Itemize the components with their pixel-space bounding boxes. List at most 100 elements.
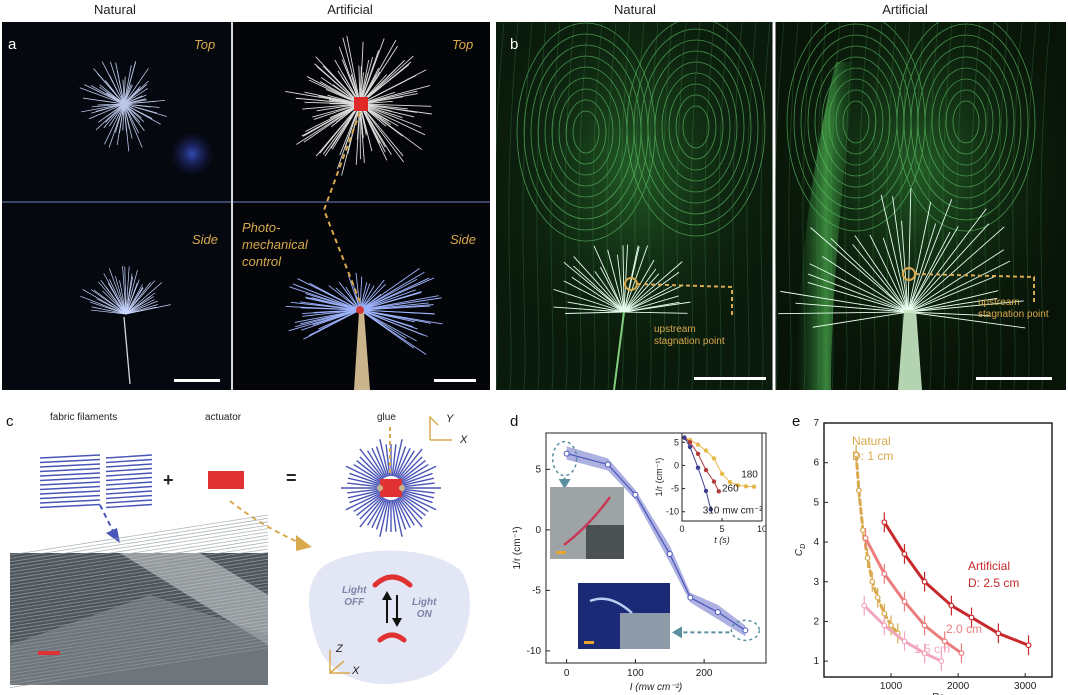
panel-e-point bbox=[901, 638, 908, 645]
panel-d-inset-point bbox=[703, 488, 709, 494]
panel-d-inset-point bbox=[708, 507, 713, 512]
panel-d-photo-scalebar-bottom bbox=[584, 641, 594, 644]
panel-d-inset-point bbox=[727, 479, 733, 485]
panel-d-highlight-end bbox=[730, 619, 761, 642]
panel-e-ytick-label: 7 bbox=[813, 418, 819, 429]
panel-d-inset-point bbox=[682, 435, 687, 440]
panel-d-photo-strip-bottom bbox=[589, 597, 633, 614]
panel-e-ytick-label: 4 bbox=[813, 537, 819, 548]
panel-d-inset-point bbox=[711, 479, 717, 484]
panel-e-point bbox=[948, 602, 955, 609]
panel-e-point bbox=[901, 598, 908, 605]
panel-e-label-artificial: Artificial bbox=[968, 559, 1010, 573]
panel-a-letter: a bbox=[8, 36, 17, 53]
panel-e-point bbox=[921, 622, 928, 629]
panel-b-photo: b upstream stagnation point upstream sta… bbox=[496, 22, 1066, 390]
panel-b-letter: b bbox=[510, 36, 519, 53]
panel-d-photo-strip-top bbox=[563, 496, 612, 546]
panel-b-annotation-artificial: upstream stagnation point bbox=[978, 297, 1049, 320]
panel-d-point bbox=[714, 609, 721, 616]
panel-d-inset-ytick-label: 5 bbox=[674, 437, 679, 447]
panel-d-ytick-label: -5 bbox=[532, 585, 541, 596]
panel-e-point bbox=[859, 527, 866, 534]
panel-e-ytick-label: 2 bbox=[813, 616, 819, 627]
panel-c-schematic bbox=[9, 415, 470, 688]
panel-d-point bbox=[604, 461, 611, 468]
actuator-label: actuator bbox=[205, 412, 242, 423]
panel-d-error-band bbox=[566, 446, 746, 637]
panel-d-ytick-label: -10 bbox=[527, 646, 542, 657]
panel-d-inset-series-label: 180 bbox=[741, 469, 758, 480]
panel-d-highlight-start bbox=[551, 440, 578, 477]
plus-sign: + bbox=[163, 470, 174, 490]
panel-e-point bbox=[958, 650, 965, 657]
panel-e-label-15cm: 1.5 cm bbox=[914, 642, 950, 656]
axis-z-label: Z bbox=[336, 643, 343, 655]
panel-e-label-artificial-d: D: 2.5 cm bbox=[968, 576, 1019, 590]
panel-e-point bbox=[968, 614, 975, 621]
panel-e-point bbox=[938, 658, 945, 665]
panel-d-ytick-label: 0 bbox=[535, 525, 541, 536]
panel-d-inset-series-label: 310 mw cm⁻² bbox=[703, 506, 763, 517]
panel-d-inset-frame bbox=[681, 432, 763, 522]
panel-d-inset-point bbox=[687, 440, 693, 445]
panel-e-ytick-label: 6 bbox=[813, 458, 819, 469]
panel-d-inset-point bbox=[695, 451, 701, 457]
panel-a-illustration bbox=[2, 22, 490, 390]
panel-a-side-artificial: Side bbox=[450, 232, 477, 247]
panel-e-axes-frame bbox=[823, 422, 1053, 678]
panel-d-letter: d bbox=[510, 413, 519, 430]
panel-e-point bbox=[853, 451, 860, 458]
panel-a-artificial-title: Artificial bbox=[327, 2, 373, 17]
panel-e-ytick-label: 3 bbox=[813, 577, 819, 588]
panel-a-natural-title: Natural bbox=[94, 2, 136, 17]
panel-e-point bbox=[995, 630, 1002, 637]
panel-d-inset-ylabel: 1/r (cm⁻¹) bbox=[654, 458, 664, 497]
panel-d-inset-series-line bbox=[684, 437, 755, 488]
panel-d-photo-block-top bbox=[586, 525, 624, 559]
panel-d-ytick-label: 5 bbox=[535, 464, 541, 475]
panel-a-side-natural: Side bbox=[192, 232, 219, 247]
panel-e-label-natural-d: D: 1 cm bbox=[852, 449, 893, 463]
axis-x-label: X bbox=[460, 434, 468, 446]
panel-d-xtick-label: 100 bbox=[627, 668, 644, 679]
panel-e-point bbox=[1025, 642, 1032, 649]
panel-e-chart: 1000200030001234567ReCDNaturalD: 1 cmArt… bbox=[794, 418, 1053, 695]
panel-e-ylabel: CD bbox=[794, 544, 807, 556]
panel-e-xtick-label: 2000 bbox=[947, 681, 970, 692]
panel-e-ytick-label: 1 bbox=[813, 656, 819, 667]
panel-d-inset-point bbox=[703, 467, 709, 473]
panel-d-inset-ytick-label: -10 bbox=[666, 507, 679, 517]
glue-label: glue bbox=[377, 412, 396, 423]
panel-d-inset-point bbox=[743, 484, 749, 489]
panel-b-artificial-title: Artificial bbox=[882, 2, 928, 17]
panel-d-inset-point bbox=[687, 444, 693, 450]
equals-sign: = bbox=[286, 468, 297, 488]
panel-d-axes-frame bbox=[545, 432, 767, 664]
panel-e-point bbox=[881, 610, 888, 617]
panel-b-annotation-natural: upstream stagnation point bbox=[654, 324, 725, 347]
panel-d-inset-point bbox=[695, 442, 701, 447]
panel-a-top-artificial: Top bbox=[452, 37, 474, 52]
panel-e-ytick-label: 5 bbox=[813, 497, 819, 508]
panel-d-point bbox=[666, 551, 673, 558]
panel-c-letter: c bbox=[6, 413, 14, 430]
panel-d-inset-point bbox=[751, 484, 757, 489]
panel-e-point bbox=[921, 578, 928, 585]
panel-e-point bbox=[864, 555, 871, 561]
panel-e-point bbox=[881, 570, 888, 577]
panel-d-inset-point bbox=[695, 465, 701, 470]
panel-e-point bbox=[941, 638, 948, 645]
panel-b-illustration bbox=[496, 22, 1066, 390]
axis-x2-label: X bbox=[352, 665, 360, 677]
panel-e-point bbox=[881, 622, 888, 629]
panel-d-inset-series-label: 260 bbox=[722, 483, 739, 494]
axis-y-label: Y bbox=[446, 413, 454, 425]
panel-e-label-natural: Natural bbox=[852, 434, 891, 448]
panel-e-xtick-label: 3000 bbox=[1014, 681, 1037, 692]
panel-e-point bbox=[901, 551, 908, 557]
panel-b-scalebar-artificial bbox=[976, 377, 1052, 380]
panel-e-point bbox=[874, 594, 881, 601]
panel-d-photo-scalebar-top bbox=[556, 551, 566, 554]
